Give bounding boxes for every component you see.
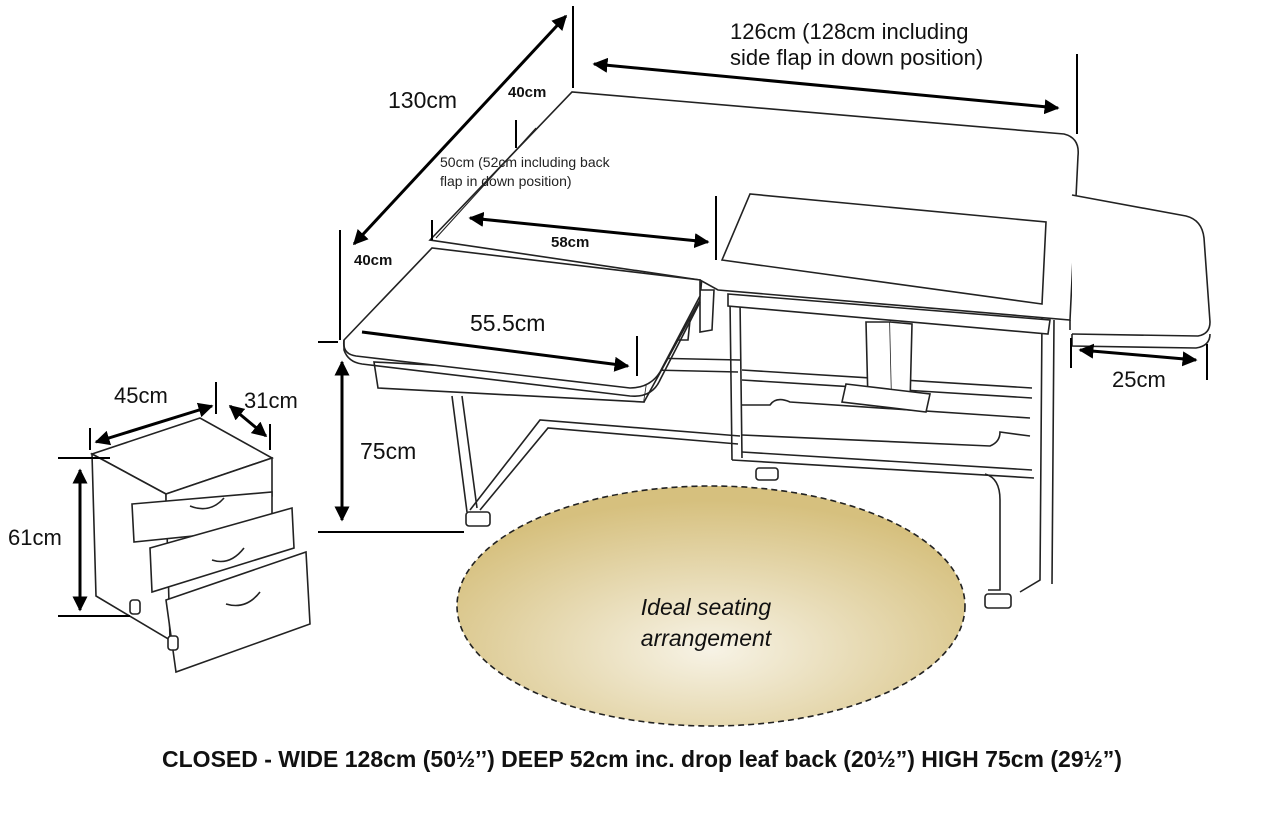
caption: CLOSED - WIDE 128cm (50½’’) DEEP 52cm in…	[162, 746, 1122, 772]
overall-length-label: 130cm	[388, 87, 457, 113]
cabinet-width-label: 45cm	[114, 383, 168, 408]
dimension-lines	[58, 6, 1208, 617]
cabinet-depth-label: 31cm	[244, 388, 298, 413]
table-width-label: 126cm (128cm including	[730, 19, 968, 44]
flap-depth-top-label: 40cm	[508, 84, 546, 101]
seating-label-line2: arrangement	[641, 625, 773, 651]
back-depth-label-line2: flap in down position)	[440, 173, 572, 189]
cabinet-height-label: 61cm	[8, 525, 62, 550]
table-width-label-line2: side flap in down position)	[730, 45, 983, 70]
sewing-table	[342, 91, 1211, 609]
back-depth-label: 50cm (52cm including back	[440, 154, 611, 170]
drawer-cabinet	[89, 417, 311, 674]
seating-area	[456, 485, 966, 727]
side-flap-label: 25cm	[1112, 367, 1166, 392]
centre-span-label: 58cm	[551, 234, 589, 251]
flap-depth-left-label: 40cm	[354, 252, 392, 269]
height-label: 75cm	[360, 438, 416, 464]
left-surface-label: 55.5cm	[470, 310, 545, 336]
seating-label-line1: Ideal seating	[641, 594, 772, 620]
